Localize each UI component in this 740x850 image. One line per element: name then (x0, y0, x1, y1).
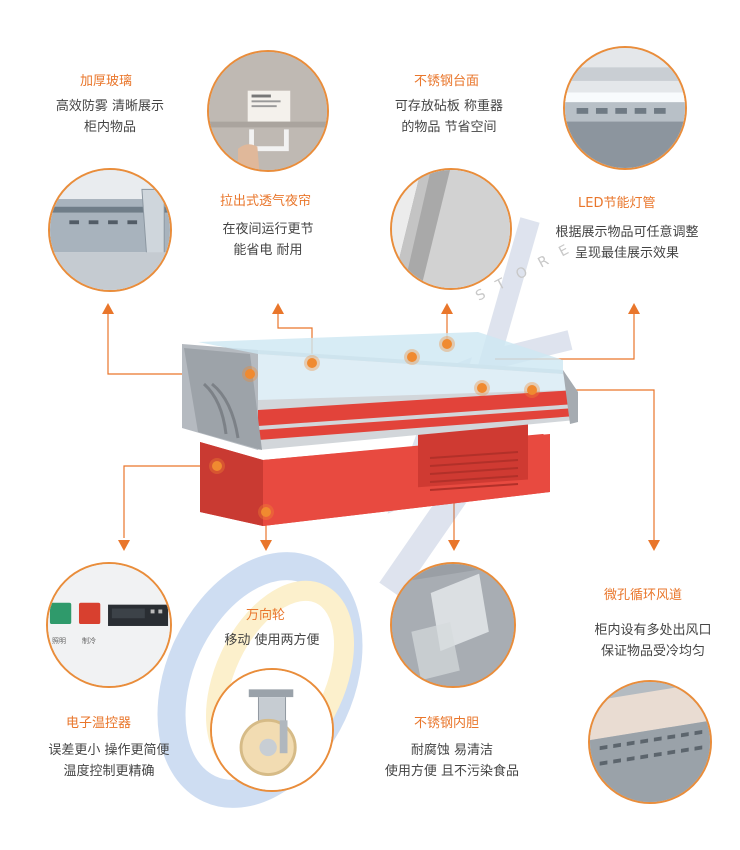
steel-top-marker (442, 339, 452, 349)
airflow-marker (527, 385, 537, 395)
display-cabinet-image (182, 332, 578, 526)
thermostat-detail-image: 照明 制冷 (46, 562, 172, 688)
liner-desc-line2: 使用方便 且不污染食品 (384, 764, 520, 779)
thermostat-desc-line2: 温度控制更精确 (63, 764, 155, 779)
glass-marker (245, 369, 255, 379)
caster-detail-image (210, 668, 334, 792)
curtain-desc-line1: 在夜间运行更节 (222, 222, 314, 237)
glass-title: 加厚玻璃 (80, 74, 133, 89)
curtain-marker (307, 358, 317, 368)
lighting-switch-label: 照明 (52, 637, 66, 645)
airflow-desc-line1: 柜内设有多处出风口 (594, 623, 712, 638)
thermostat-title: 电子温控器 (66, 716, 132, 731)
liner-title: 不锈钢内胆 (414, 716, 480, 731)
airflow-detail-image (588, 680, 712, 804)
caster-title: 万向轮 (246, 608, 286, 623)
led-desc-line2: 呈现最佳展示效果 (574, 246, 679, 261)
thermostat-desc-line1: 误差更小 操作更简便 (48, 743, 170, 758)
cooling-switch-label: 制冷 (82, 637, 96, 645)
glass-detail-image (48, 168, 172, 292)
glass-desc-line2: 柜内物品 (83, 120, 136, 135)
liner-marker (477, 383, 487, 393)
caster-desc-line1: 移动 使用两方便 (224, 633, 320, 648)
led-marker-left (407, 352, 417, 362)
steel-top-desc-line2: 的物品 节省空间 (401, 120, 497, 135)
curtain-detail-image (207, 50, 329, 172)
led-detail-image (563, 46, 687, 170)
led-title: LED节能灯管 (578, 196, 656, 211)
liner-desc-line1: 耐腐蚀 易清洁 (410, 743, 494, 758)
steel-top-title: 不锈钢台面 (414, 74, 480, 89)
steel-top-desc-line1: 可存放砧板 称重器 (394, 99, 504, 114)
curtain-desc-line2: 能省电 耐用 (233, 243, 303, 258)
curtain-title: 拉出式透气夜帘 (220, 194, 312, 209)
liner-detail-image (390, 562, 516, 688)
airflow-title: 微孔循环风道 (604, 588, 683, 603)
glass-desc-line1: 高效防雾 清晰展示 (55, 99, 165, 114)
steel-top-detail-image (390, 168, 512, 290)
thermostat-marker (212, 461, 222, 471)
led-desc-line1: 根据展示物品可任意调整 (555, 225, 699, 240)
airflow-desc-line2: 保证物品受冷均匀 (600, 644, 705, 659)
caster-marker (261, 507, 271, 517)
